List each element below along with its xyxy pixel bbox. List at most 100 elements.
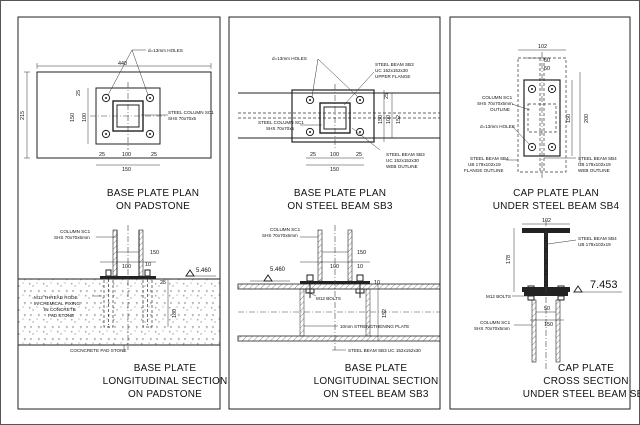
svg-text:25: 25 xyxy=(76,90,82,96)
svg-text:102: 102 xyxy=(542,218,551,224)
svg-text:150: 150 xyxy=(150,250,159,256)
svg-text:STEEL BEAM SB4: STEEL BEAM SB4 xyxy=(470,156,509,161)
padstone-concrete xyxy=(18,279,220,345)
svg-text:SHS 70x70x5mm: SHS 70x70x5mm xyxy=(54,235,90,240)
dim-padstone-height: 215 xyxy=(20,111,26,120)
beam-sb4-top-flange xyxy=(522,228,570,233)
svg-text:UB 178x102x19: UB 178x102x19 xyxy=(468,162,501,167)
svg-text:ON STEEL BEAM SB3: ON STEEL BEAM SB3 xyxy=(323,389,429,400)
svg-text:178: 178 xyxy=(506,255,512,264)
svg-text:25: 25 xyxy=(384,93,390,99)
svg-text:25: 25 xyxy=(160,280,166,286)
svg-text:d=13mm HOLES: d=13mm HOLES xyxy=(480,124,515,129)
strengthening-plate-right xyxy=(365,288,371,337)
section-beam: COLUMN SC1 SHS 70x70x5mm 150 10 100 10 1… xyxy=(237,225,441,353)
column-label-1: STEEL COLUMN SC1 xyxy=(168,110,214,115)
svg-text:150: 150 xyxy=(330,167,339,173)
svg-text:COLUMN SC1: COLUMN SC1 xyxy=(482,95,513,100)
svg-text:STEEL BEAM SB4: STEEL BEAM SB4 xyxy=(578,156,617,161)
beam-upper-flange xyxy=(237,283,441,290)
holes-3 xyxy=(527,84,557,152)
svg-text:STEEL BEAM SB3: STEEL BEAM SB3 xyxy=(375,62,414,67)
anchor-rods xyxy=(103,269,153,328)
svg-text:100: 100 xyxy=(122,264,131,270)
svg-text:BASE PLATE: BASE PLATE xyxy=(134,363,197,374)
svg-text:COLUMN SC1: COLUMN SC1 xyxy=(480,320,511,325)
base-plate-plan-padstone: 440 215 d=13mm HOLES STEEL COLUMN SC1 SH… xyxy=(20,48,214,173)
svg-text:152: 152 xyxy=(382,309,388,318)
svg-text:WEB OUTLINE: WEB OUTLINE xyxy=(386,164,418,169)
svg-text:25: 25 xyxy=(310,152,316,158)
svg-text:150: 150 xyxy=(566,114,572,123)
svg-text:M12 THREAD RODS: M12 THREAD RODS xyxy=(34,295,78,300)
beam-lower-flange xyxy=(237,335,441,342)
svg-text:COLUMN SC1: COLUMN SC1 xyxy=(270,227,301,232)
svg-text:IN CONCRETE: IN CONCRETE xyxy=(44,307,76,312)
svg-text:10: 10 xyxy=(357,264,363,270)
svg-text:100: 100 xyxy=(330,264,339,270)
svg-text:CROSS SECTION: CROSS SECTION xyxy=(543,376,628,387)
svg-text:WEB OUTLINE: WEB OUTLINE xyxy=(578,168,610,173)
holes-label: d=13mm HOLES xyxy=(148,48,183,53)
padstone-label: COCNCRETE PAD STONE xyxy=(70,348,127,353)
svg-text:LONGITUDINAL SECTION: LONGITUDINAL SECTION xyxy=(314,376,439,387)
bolts-3 xyxy=(527,285,565,301)
svg-text:100: 100 xyxy=(82,113,88,122)
svg-text:152: 152 xyxy=(396,115,402,124)
svg-text:SHS 70x70x5: SHS 70x70x5 xyxy=(266,126,295,131)
svg-text:STEEL COLUMN SC1: STEEL COLUMN SC1 xyxy=(258,120,304,125)
level-value: 5.460 xyxy=(196,268,212,274)
svg-text:150: 150 xyxy=(357,250,366,256)
svg-text:ON PADSTONE: ON PADSTONE xyxy=(128,389,202,400)
svg-text:OUTLINE: OUTLINE xyxy=(490,107,510,112)
svg-text:COLUMN SC1: COLUMN SC1 xyxy=(60,229,91,234)
title-base-plate-plan-1: BASE PLATE PLAN xyxy=(107,188,199,199)
svg-text:STEEL BEAM SB3 UC 152x152x30: STEEL BEAM SB3 UC 152x152x30 xyxy=(348,348,421,353)
panel-2-border xyxy=(228,16,441,410)
svg-text:M12 BOLTS: M12 BOLTS xyxy=(486,294,511,299)
svg-text:50: 50 xyxy=(544,66,550,72)
svg-text:150: 150 xyxy=(122,167,131,173)
level-marker xyxy=(185,269,195,277)
svg-text:LONGITUDINAL SECTION: LONGITUDINAL SECTION xyxy=(103,376,228,387)
svg-text:5.460: 5.460 xyxy=(270,267,286,273)
svg-text:100: 100 xyxy=(386,115,392,124)
padstone-outline xyxy=(36,71,212,159)
dim-padstone-width: 440 xyxy=(118,61,127,67)
svg-text:SHS 70x70x5mm: SHS 70x70x5mm xyxy=(262,233,298,238)
svg-text:180: 180 xyxy=(172,309,178,318)
holes-2 xyxy=(305,95,365,137)
svg-text:50: 50 xyxy=(544,58,550,64)
svg-text:200: 200 xyxy=(584,114,590,123)
svg-text:CAP PLATE: CAP PLATE xyxy=(558,363,614,374)
svg-text:STEEL BEAM SB3: STEEL BEAM SB3 xyxy=(386,152,425,157)
svg-text:PAD STONE: PAD STONE xyxy=(48,313,74,318)
base-plate-2 xyxy=(291,89,375,143)
svg-text:10mm STRENGTHENING PLATE: 10mm STRENGTHENING PLATE xyxy=(340,324,409,329)
svg-text:ON STEEL BEAM SB3: ON STEEL BEAM SB3 xyxy=(287,201,393,212)
svg-text:150: 150 xyxy=(378,115,384,124)
svg-text:M12 BOLTS: M12 BOLTS xyxy=(316,296,341,301)
beam-flange-outline xyxy=(517,57,567,173)
svg-text:UNDER STEEL BEAM SB4: UNDER STEEL BEAM SB4 xyxy=(493,201,620,212)
svg-text:100: 100 xyxy=(330,152,339,158)
panel-1-border xyxy=(17,16,221,410)
svg-text:BASE PLATE: BASE PLATE xyxy=(345,363,408,374)
svg-text:d=13mm HOLES: d=13mm HOLES xyxy=(272,56,307,61)
svg-text:STEEL BEAM SB4: STEEL BEAM SB4 xyxy=(578,236,617,241)
title-base-plate-plan-2: ON PADSTONE xyxy=(116,201,190,212)
svg-text:IN CHEMICAL FIXING: IN CHEMICAL FIXING xyxy=(34,301,80,306)
svg-text:SHS 70x70x5mm: SHS 70x70x5mm xyxy=(474,326,510,331)
svg-text:25: 25 xyxy=(356,152,362,158)
level-value-3: 7.453 xyxy=(590,279,618,291)
column-label-2: SHS 70x70x5 xyxy=(168,116,197,121)
svg-text:25: 25 xyxy=(99,152,105,158)
svg-text:150: 150 xyxy=(70,113,76,122)
beam-sb4-web xyxy=(544,233,548,287)
anchor-holes xyxy=(101,93,155,139)
section-padstone: COLUMN SC1 SHS 70x70x5mm 150 10 100 25 1… xyxy=(18,225,220,353)
svg-text:UC 152x152x30: UC 152x152x30 xyxy=(375,68,408,73)
svg-text:150: 150 xyxy=(544,322,553,328)
cap-plate-plan: 102 50 50 COLUMN SC1 SHS 70x70x5mm OUTLI… xyxy=(464,44,617,178)
